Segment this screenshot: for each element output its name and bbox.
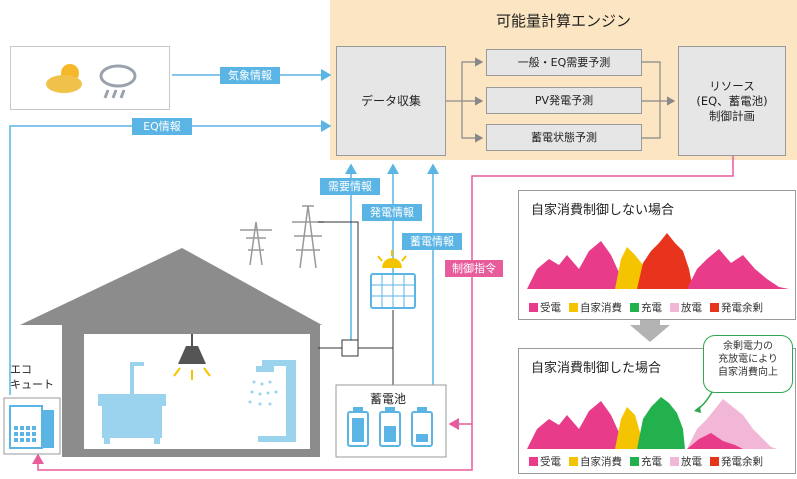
legend-swatch xyxy=(529,457,538,466)
battery-icon xyxy=(347,407,433,447)
solar-panel-icon xyxy=(370,250,416,309)
chart-without-control-legend: 受電 自家消費 充電 放電 発電余剰 xyxy=(529,300,763,315)
legend-swatch xyxy=(529,303,538,312)
chart-with-control-legend: 受電 自家消費 充電 放電 発電余剰 xyxy=(529,454,763,469)
chart-without-control-title: 自家消費制御しない場合 xyxy=(531,203,675,218)
resource-control-line3: 制御計画 xyxy=(709,108,755,123)
control-command-tag: 制御指令 xyxy=(445,260,503,277)
legend-swatch xyxy=(630,303,639,312)
legend-label: 充電 xyxy=(641,302,662,314)
uncontrolled-received-evening-area xyxy=(687,249,789,289)
data-collection-box: データ収集 xyxy=(336,46,446,156)
engine-title: 可能量計算エンジン xyxy=(495,12,631,30)
house-illustration xyxy=(20,248,322,457)
legend-item-discharge: 放電 xyxy=(670,300,702,315)
legend-swatch xyxy=(630,457,639,466)
legend-swatch xyxy=(670,457,679,466)
legend-label: 受電 xyxy=(540,456,561,468)
controlled-received-area xyxy=(527,401,631,449)
down-arrow-icon xyxy=(630,325,670,342)
chart-with-control-area xyxy=(527,397,777,449)
resource-control-line2: (EQ、蓄電池) xyxy=(696,93,768,108)
chart-without-control-area xyxy=(527,233,789,289)
chart-with-control: 自家消費制御した場合 受電 自家消費 充電 放電 発電余剰 xyxy=(518,348,796,474)
chart-without-control: 自家消費制御しない場合 受電 自家消費 充電 放電 発電余剰 xyxy=(518,190,796,320)
controlled-received-evening-area xyxy=(687,433,743,449)
eq-info-tag: EQ情報 xyxy=(132,118,192,135)
demand-info-tag: 需要情報 xyxy=(320,178,380,195)
battery-label: 蓄電池 xyxy=(370,392,407,406)
pv-forecast-label: PV発電予測 xyxy=(534,94,594,107)
shower-icon xyxy=(248,360,296,442)
storage-forecast-box: 蓄電状態予測 xyxy=(486,124,642,151)
callout-line1: 余剰電力の xyxy=(723,341,773,352)
legend-label: 自家消費 xyxy=(580,456,622,468)
ceiling-lamp-icon xyxy=(173,334,211,380)
ecocute-label-line2: キュート xyxy=(10,378,54,391)
legend-item-received: 受電 xyxy=(529,300,561,315)
rain-cloud-icon xyxy=(99,64,137,99)
callout-pointer-icon xyxy=(694,391,713,413)
legend-swatch xyxy=(710,457,719,466)
legend-label: 自家消費 xyxy=(580,302,622,314)
resource-control-line1: リソース xyxy=(709,78,755,93)
ecocute-label: エコ キュート xyxy=(10,362,54,392)
legend-item-charge: 充電 xyxy=(630,454,662,469)
legend-swatch xyxy=(569,303,578,312)
legend-label: 充電 xyxy=(641,456,662,468)
sun-cloud-icon xyxy=(46,64,82,93)
legend-item-discharge: 放電 xyxy=(670,454,702,469)
demand-forecast-box: 一般・EQ需要予測 xyxy=(486,49,642,76)
callout-line3: 自家消費向上 xyxy=(718,367,778,378)
weather-info-tag: 気象情報 xyxy=(220,67,280,84)
callout-bubble: 余剰電力の 充放電により 自家消費向上 xyxy=(703,335,793,393)
controlled-charge-area xyxy=(637,397,685,449)
legend-label: 発電余剰 xyxy=(721,456,763,468)
uncontrolled-surplus-area xyxy=(637,233,693,289)
legend-item-received: 受電 xyxy=(529,454,561,469)
bathtub-icon xyxy=(98,362,166,444)
legend-label: 放電 xyxy=(681,456,702,468)
ecocute-label-line1: エコ xyxy=(10,363,32,376)
data-collection-label: データ収集 xyxy=(360,93,421,108)
uncontrolled-received-area xyxy=(527,241,631,289)
legend-swatch xyxy=(670,303,679,312)
legend-item-self-consumption: 自家消費 xyxy=(569,300,622,315)
weather-panel xyxy=(10,46,170,110)
callout-line2: 充放電により xyxy=(718,354,778,365)
distribution-box xyxy=(318,310,394,385)
storage-info-tag: 蓄電情報 xyxy=(402,233,462,250)
legend-label: 受電 xyxy=(540,302,561,314)
legend-swatch xyxy=(569,457,578,466)
legend-item-surplus: 発電余剰 xyxy=(710,300,763,315)
legend-label: 発電余剰 xyxy=(721,302,763,314)
ecocute-icon xyxy=(9,405,54,449)
resource-control-box: リソース (EQ、蓄電池) 制御計画 xyxy=(678,46,786,156)
legend-swatch xyxy=(710,303,719,312)
power-tower-icon xyxy=(240,205,324,269)
controlled-self-consumption-area xyxy=(615,407,645,449)
storage-forecast-label: 蓄電状態予測 xyxy=(531,131,597,144)
legend-item-charge: 充電 xyxy=(630,300,662,315)
chart-with-control-title: 自家消費制御した場合 xyxy=(531,361,662,376)
pv-forecast-box: PV発電予測 xyxy=(486,87,642,114)
generation-info-tag: 発電情報 xyxy=(362,204,422,221)
legend-item-self-consumption: 自家消費 xyxy=(569,454,622,469)
legend-label: 放電 xyxy=(681,302,702,314)
legend-item-surplus: 発電余剰 xyxy=(710,454,763,469)
demand-forecast-label: 一般・EQ需要予測 xyxy=(517,56,611,69)
